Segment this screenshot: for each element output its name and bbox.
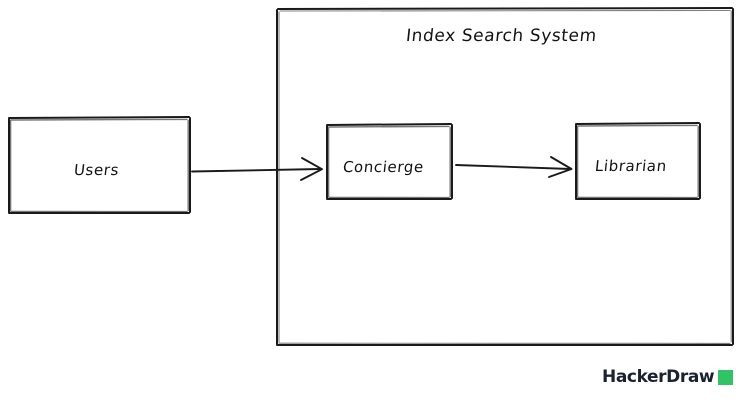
node-box-concierge <box>326 123 453 200</box>
hackerdraw-wordmark: HackerDraw <box>602 367 715 387</box>
node-label-librarian: Librarian <box>594 157 668 175</box>
node-box-librarian <box>575 122 701 200</box>
node-label-concierge: Concierge <box>342 158 425 176</box>
hackerdraw-logo-square <box>718 370 734 385</box>
node-box-users <box>8 116 191 214</box>
node-box-librarian-second-stroke <box>576 124 699 199</box>
node-box-concierge-second-stroke <box>327 125 451 199</box>
node-label-users: Users <box>73 161 120 179</box>
boundary-index-search-system-second-stroke <box>278 9 732 344</box>
boundary-title: Index Search System <box>404 26 598 46</box>
edge-users-to-concierge <box>191 157 323 181</box>
edge-concierge-to-librarian <box>455 156 573 178</box>
hackerdraw-watermark: HackerDraw <box>602 367 734 387</box>
boundary-index-search-system <box>276 7 734 346</box>
node-box-users-second-stroke <box>9 118 189 213</box>
